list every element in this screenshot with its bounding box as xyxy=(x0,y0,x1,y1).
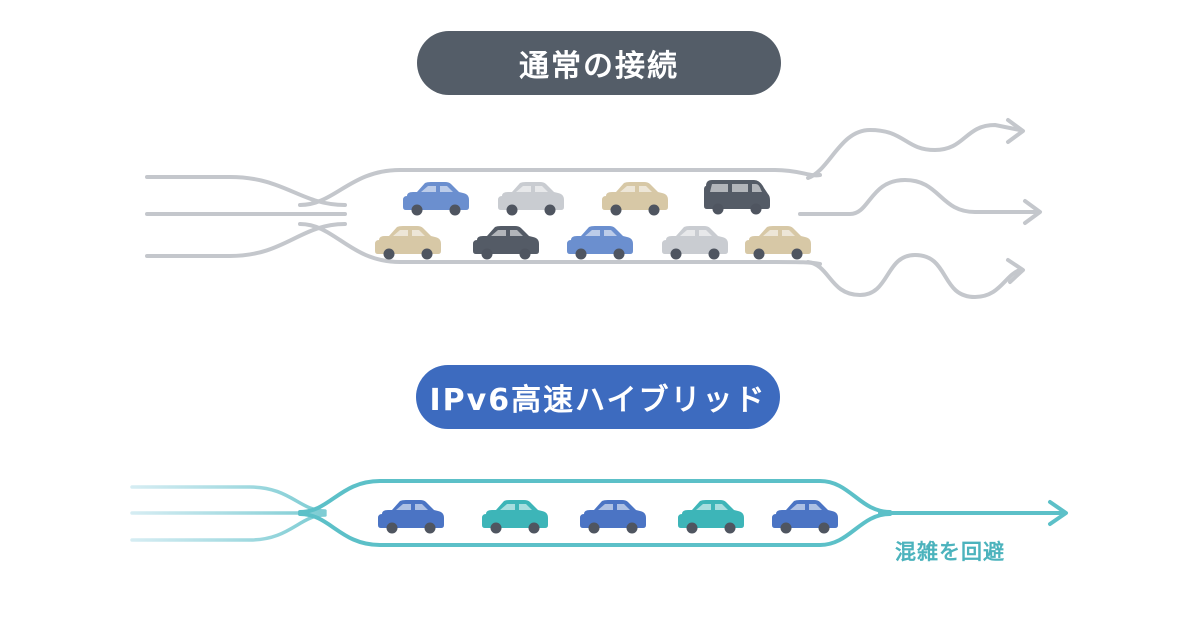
normal-incoming-lane-bottom xyxy=(145,222,347,258)
congestion-avoided-caption: 混雑を回避 xyxy=(895,540,1005,564)
normal-connection-diagram xyxy=(145,118,1042,299)
normal-outgoing-arrow-top xyxy=(1006,118,1025,144)
car-icon xyxy=(473,226,539,260)
normal-incoming-lane-top xyxy=(145,175,347,207)
normal-outgoing-lane-middle xyxy=(798,178,1040,216)
car-icon xyxy=(378,500,444,534)
normal-connection-label: 通常の接続 xyxy=(417,31,781,95)
normal-outgoing-lane-bottom xyxy=(806,253,1022,299)
normal-outgoing-lane-top xyxy=(806,123,1022,180)
car-icon xyxy=(662,226,728,260)
car-icon xyxy=(482,500,548,534)
normal-outgoing-arrow-middle xyxy=(1023,199,1042,225)
ipv6-tube xyxy=(298,479,892,547)
car-icon xyxy=(567,226,633,260)
car-icon xyxy=(498,182,564,216)
ipv6-outgoing-arrow xyxy=(1048,500,1068,526)
ipv6-incoming-lane-bottom xyxy=(130,513,327,542)
car-icon xyxy=(704,180,770,215)
normal-cars-group xyxy=(375,180,811,260)
car-icon xyxy=(403,182,469,216)
car-icon xyxy=(375,226,441,260)
ipv6-incoming-lane-top xyxy=(130,485,327,513)
normal-outgoing-arrow-bottom xyxy=(1006,258,1025,284)
car-icon xyxy=(772,500,838,534)
ipv6-hybrid-label: IPv6高速ハイブリッド xyxy=(416,365,780,429)
car-icon xyxy=(602,182,668,216)
ipv6-connection-diagram xyxy=(130,479,1068,547)
car-icon xyxy=(745,226,811,260)
car-icon xyxy=(678,500,744,534)
ipv6-cars-group xyxy=(378,500,838,534)
car-icon xyxy=(580,500,646,534)
